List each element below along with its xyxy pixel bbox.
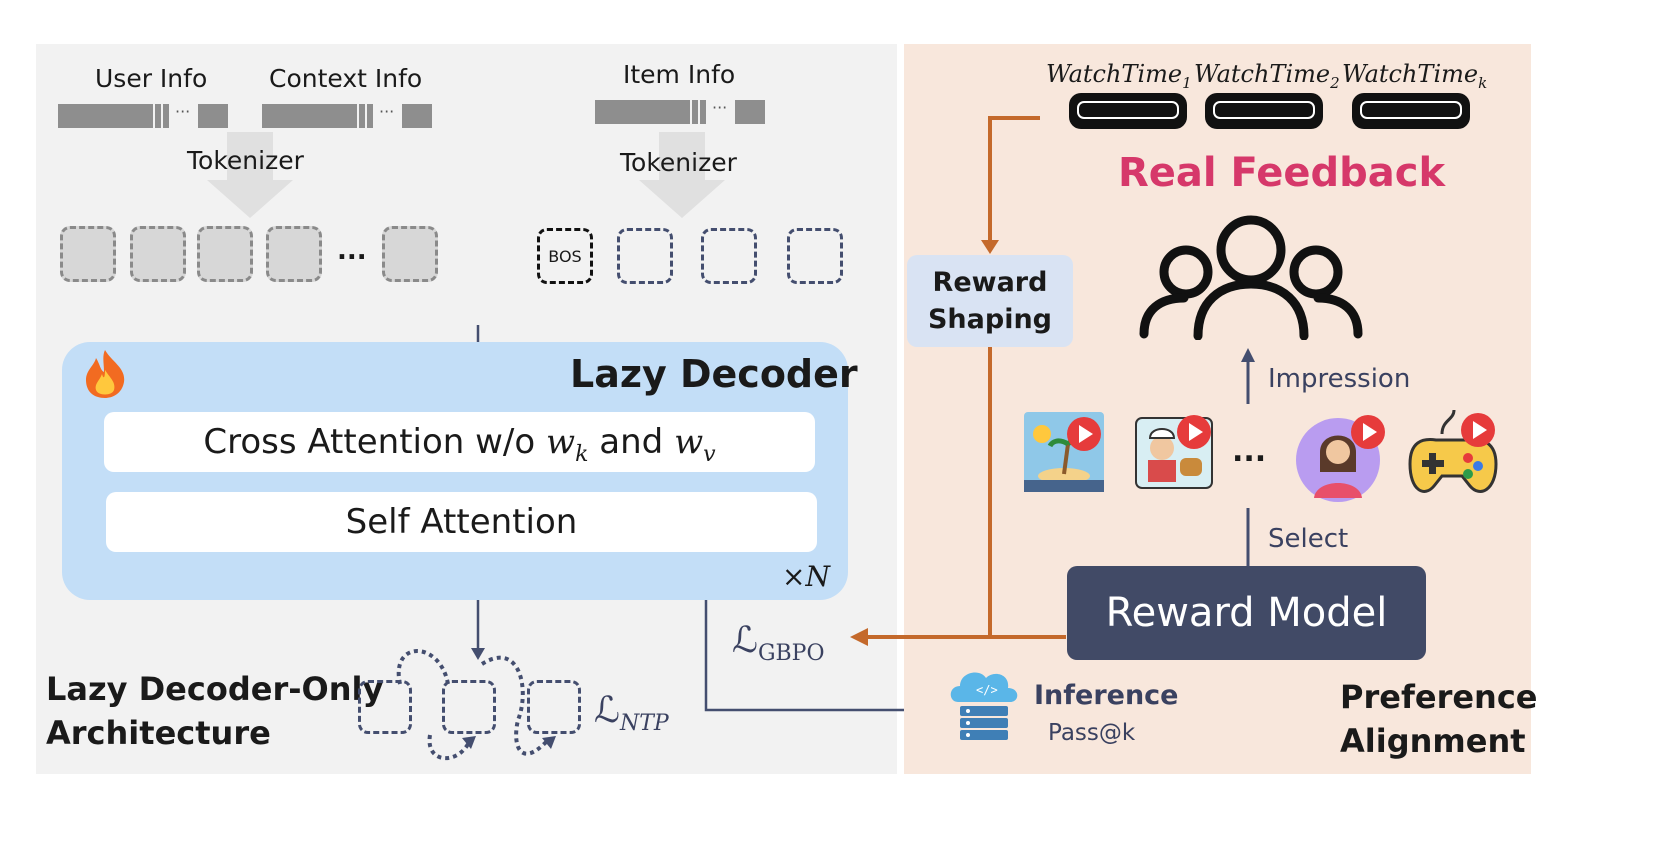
watchtime-bar-1 [1069, 93, 1187, 129]
item-info-label: Item Info [623, 60, 736, 89]
item-feature-bar: ··· [595, 98, 765, 124]
output-token [442, 680, 496, 734]
pass-at-k-label: Pass@k [1048, 720, 1136, 746]
impression-label: Impression [1268, 364, 1411, 394]
preference-alignment-line1: Preference [1340, 678, 1538, 716]
gamepad-icon [1402, 404, 1502, 504]
user-token [130, 226, 186, 282]
reward-shaping-line2: Shaping [927, 304, 1053, 335]
self-attention-label: Self Attention [345, 502, 578, 542]
output-token [527, 680, 581, 734]
cross-attention-layer: Cross Attention w/o wk and wv [104, 412, 815, 472]
bos-token: BOS [537, 228, 593, 284]
reward-shaping-line1: Reward [932, 267, 1048, 298]
repeat-n-label: ×N [782, 560, 830, 593]
wv-subscript: v [703, 441, 716, 467]
wk-subscript: k [575, 441, 589, 467]
select-label: Select [1268, 524, 1349, 554]
context-feature-bar: ··· [262, 102, 432, 128]
loss-ntp-symbol: ℒ [594, 690, 620, 731]
loss-ntp: ℒNTP [594, 690, 669, 736]
self-attention-layer: Self Attention [106, 492, 817, 552]
watchtime-label-2: WatchTime2 [1194, 60, 1340, 92]
and-label: and [599, 422, 664, 462]
preference-alignment-line2: Alignment [1340, 722, 1526, 760]
lazy-decoder-title: Lazy Decoder [570, 352, 858, 396]
architecture-label-line2: Architecture [46, 714, 271, 752]
reward-model-box: Reward Model [1067, 566, 1426, 660]
architecture-label-line1: Lazy Decoder-Only [46, 670, 384, 708]
reward-shaping-box: Reward Shaping [907, 255, 1073, 347]
watchtime-bar-k [1352, 93, 1470, 129]
video-thumbnail-person [1294, 412, 1388, 508]
video-thumbnail-beach [1024, 412, 1108, 498]
cloud-server-icon: </> [944, 662, 1024, 746]
inference-label: Inference [1034, 680, 1179, 711]
item-token [617, 228, 673, 284]
watchtime-label-1: WatchTime1 [1046, 60, 1192, 92]
user-feature-bar: ··· [58, 102, 228, 128]
user-token [60, 226, 116, 282]
real-feedback-title: Real Feedback [1118, 150, 1446, 196]
user-token [266, 226, 322, 282]
tokenizer-arrow-right [639, 132, 725, 218]
svg-text:</>: </> [976, 683, 998, 697]
wk-symbol: w [546, 422, 576, 462]
wv-symbol: w [674, 422, 704, 462]
users-icon [1139, 215, 1363, 340]
tokenizer-arrow-left [207, 132, 293, 218]
loss-gbpo-symbol: ℒ [732, 620, 758, 661]
bos-label: BOS [548, 246, 582, 266]
video-thumbnail-chef [1134, 412, 1218, 500]
item-token [787, 228, 843, 284]
fire-icon [82, 348, 128, 404]
watchtime-bar-2 [1205, 93, 1323, 129]
output-token [358, 680, 412, 734]
cross-attention-label: Cross Attention w/o [203, 422, 536, 462]
item-token [701, 228, 757, 284]
tokenizer-label-right: Tokenizer [620, 148, 737, 177]
user-info-label: User Info [95, 64, 208, 93]
tokenizer-label-left: Tokenizer [187, 146, 304, 175]
loss-gbpo: ℒGBPO [732, 620, 825, 666]
context-info-label: Context Info [269, 64, 423, 93]
user-token [197, 226, 253, 282]
video-ellipsis: ... [1232, 434, 1267, 469]
loss-gbpo-subscript: GBPO [757, 641, 825, 667]
user-token [382, 226, 438, 282]
reward-model-label: Reward Model [1105, 590, 1388, 636]
loss-ntp-subscript: NTP [619, 711, 669, 737]
watchtime-label-k: WatchTimek [1342, 60, 1488, 92]
token-ellipsis: ... [337, 236, 367, 266]
